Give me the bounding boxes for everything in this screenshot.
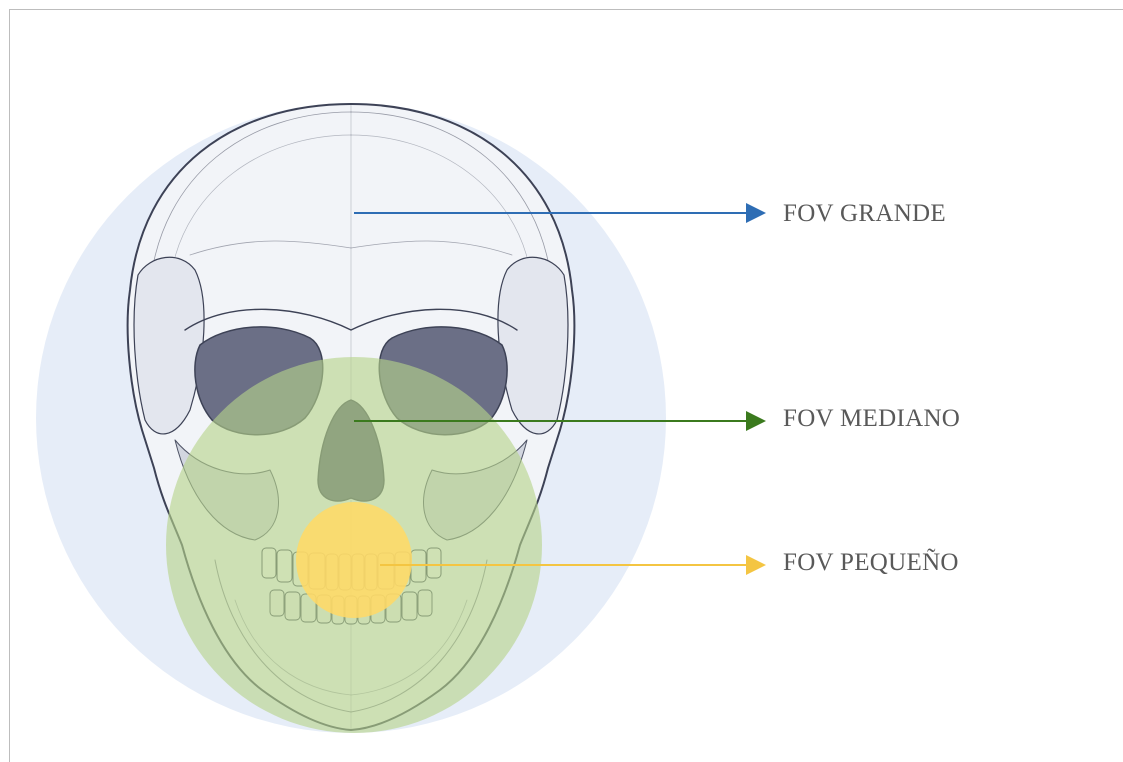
label-fov-pequeno: FOV PEQUEÑO [783,549,959,577]
label-fov-grande: FOV GRANDE [783,200,946,228]
fov-pequeno-circle [296,502,412,618]
label-fov-mediano: FOV MEDIANO [783,405,960,433]
